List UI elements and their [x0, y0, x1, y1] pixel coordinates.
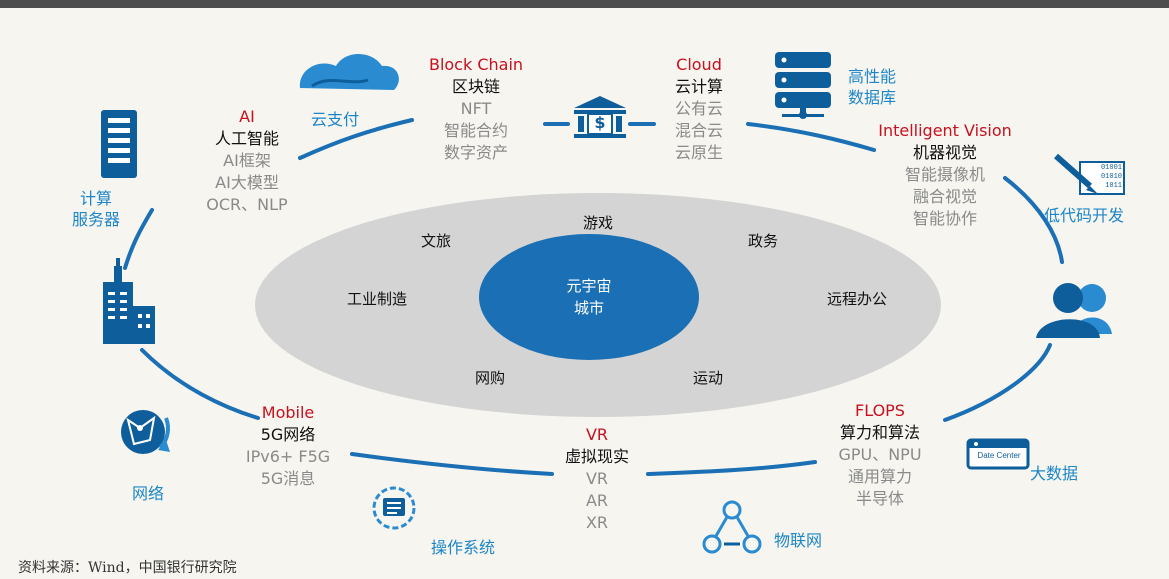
node-item: 数字资产: [443, 143, 508, 162]
node-title-en: Intelligent Vision: [878, 121, 1012, 140]
node-item: VR: [585, 469, 609, 488]
node-item: AR: [585, 491, 609, 510]
core-line: 城市: [573, 299, 605, 317]
node-title-cn: 算力和算法: [839, 423, 920, 442]
database-icon: [775, 52, 831, 119]
cloud-pay-icon: [299, 54, 399, 90]
node-title-en: Cloud: [676, 55, 722, 74]
lowcode-bit-line: 1011: [1105, 182, 1122, 190]
os-icon: [372, 486, 416, 530]
bank-icon: [574, 96, 626, 138]
node-item: 公有云: [674, 99, 724, 118]
data-center-icon: [966, 438, 1030, 470]
bank-dollar-text: $: [594, 113, 606, 132]
core-line: 元宇宙: [566, 277, 612, 295]
node-cloud: Cloud 云计算 公有云 混合云 云原生: [675, 54, 723, 164]
node-item: 混合云: [674, 121, 724, 140]
ring-seg-vr-mobile: [350, 452, 554, 476]
node-item: 智能合约: [443, 121, 508, 140]
ring-seg-user-flops: [943, 343, 1052, 422]
scene-online-shopping: 网购: [474, 369, 506, 387]
lowcode-bit-line: 01001: [1100, 164, 1122, 172]
node-blockchain: Block Chain 区块链 NFT 智能合约 数字资产: [429, 54, 523, 164]
ring-seg-building-server: [123, 208, 154, 270]
node-item: 智能协作: [912, 209, 977, 228]
node-item: 5G消息: [260, 469, 316, 488]
node-item: AI框架: [223, 151, 271, 170]
scene-remote-office: 远程办公: [826, 290, 888, 308]
node-item: 云原生: [674, 143, 724, 162]
node-ai: AI 人工智能 AI框架 AI大模型 OCR、NLP: [206, 106, 287, 216]
node-item: XR: [585, 513, 609, 532]
server-label-line: 服务器: [72, 210, 121, 229]
database-label-line: 数据库: [848, 88, 897, 107]
scene-tourism: 文旅: [420, 232, 452, 250]
node-item: 智能摄像机: [904, 165, 985, 184]
node-title-en: VR: [585, 425, 609, 444]
low-code-icon: [1054, 153, 1125, 195]
database-label: 高性能 数据库: [848, 66, 896, 108]
core-ellipse: [479, 234, 699, 360]
lowcode-bit-line: 01010: [1100, 173, 1122, 181]
source-note: 资料来源：Wind，中国银行研究院: [18, 560, 237, 576]
node-item: OCR、NLP: [206, 195, 288, 214]
node-title-en: Block Chain: [428, 55, 524, 74]
server-label-line: 计算: [80, 189, 113, 208]
cloud-pay-label: 云支付: [311, 110, 360, 129]
iot-label: 物联网: [774, 531, 823, 550]
node-vision: Intelligent Vision 机器视觉 智能摄像机 融合视觉 智能协作: [878, 120, 1012, 230]
ring-seg-cloud-vision: [746, 122, 876, 152]
node-item: GPU、NPU: [838, 445, 922, 464]
top-bar: [0, 0, 1169, 8]
node-title-cn: 机器视觉: [912, 143, 977, 162]
os-label: 操作系统: [431, 538, 496, 557]
scene-government: 政务: [747, 232, 779, 250]
node-item: AI大模型: [215, 173, 279, 192]
ring-seg-ai-block: [298, 118, 414, 160]
node-title-en: AI: [239, 107, 255, 126]
node-title-cn: 5G网络: [260, 425, 316, 444]
datacenter-text: Date Center: [977, 451, 1021, 460]
core-label: 元宇宙 城市: [566, 275, 611, 319]
iot-icon: [702, 500, 762, 554]
scene-manufacturing: 工业制造: [346, 290, 408, 308]
node-item: 半导体: [855, 489, 904, 508]
building-icon: [103, 258, 155, 344]
node-item: 通用算力: [847, 467, 912, 486]
node-title-cn: 云计算: [674, 77, 724, 96]
node-title-cn: 区块链: [451, 77, 500, 96]
lowcode-label: 低代码开发: [1044, 206, 1125, 225]
server-label: 计算 服务器: [72, 188, 120, 230]
outer-ring: [123, 118, 1064, 476]
ring-seg-mobile-building: [140, 348, 260, 420]
scene-game: 游戏: [582, 214, 614, 232]
database-label-line: 高性能: [848, 67, 897, 86]
users-icon: [1036, 283, 1112, 338]
network-globe-icon: [121, 410, 170, 454]
network-label: 网络: [132, 484, 165, 503]
node-flops: FLOPS 算力和算法 GPU、NPU 通用算力 半导体: [838, 400, 921, 510]
node-title-en: Mobile: [261, 403, 315, 422]
node-vr: VR 虚拟现实 VR AR XR: [565, 424, 629, 534]
ring-seg-flops-vr: [646, 460, 817, 476]
ring-seg-vision-user: [1003, 176, 1064, 264]
node-item: IPv6+ F5G: [245, 447, 331, 466]
node-title-en: FLOPS: [855, 401, 905, 420]
node-item: 融合视觉: [912, 187, 977, 206]
node-item: NFT: [460, 99, 492, 118]
lowcode-bits: 01001 01010 1011: [1082, 164, 1122, 191]
node-mobile: Mobile 5G网络 IPv6+ F5G 5G消息: [246, 402, 330, 490]
bigdata-label: 大数据: [1030, 464, 1079, 483]
node-title-cn: 人工智能: [214, 129, 280, 148]
node-title-cn: 虚拟现实: [564, 447, 630, 466]
server-icon: [101, 110, 137, 178]
scene-sports: 运动: [692, 369, 724, 387]
